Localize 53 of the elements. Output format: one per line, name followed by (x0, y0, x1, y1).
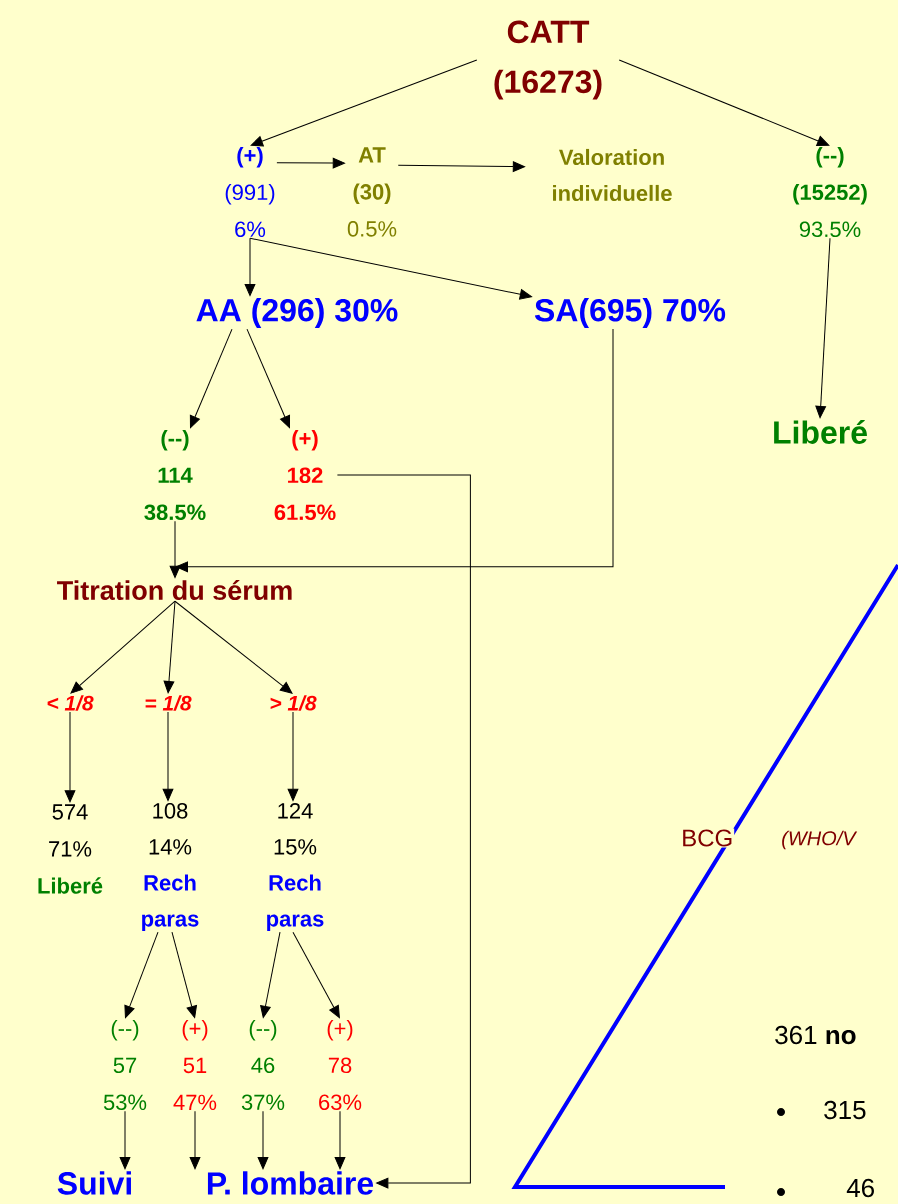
result-text: 108 14% Rech paras (142, 803, 199, 931)
arrow (175, 328, 614, 573)
titre-text: > 1/8 (270, 695, 317, 711)
result-text: (+) 51 47% (173, 1019, 217, 1111)
result-text: 574 71% Liberé (38, 804, 103, 894)
arrow (189, 328, 233, 429)
arrow (257, 1110, 269, 1170)
arrow (250, 59, 478, 147)
heading-text: CATT (16273) (494, 20, 602, 100)
arrow (618, 59, 830, 147)
result-text: (--) 46 37% (241, 1019, 285, 1111)
arrow (292, 931, 340, 1019)
arrow (174, 600, 293, 694)
result-text: AT (30) 0.5% (347, 147, 397, 237)
titre-text: = 1/8 (145, 695, 192, 711)
result-text: 124 15% Rech paras (267, 803, 324, 931)
heading-text: Titration du sérum (57, 579, 292, 601)
arrow (815, 237, 831, 419)
note-text: 361 no (773, 1024, 858, 1046)
arrow (189, 1110, 201, 1170)
arrow (260, 931, 281, 1018)
arrow (162, 711, 174, 802)
arrow (397, 161, 525, 172)
arrow (276, 157, 345, 169)
arrow (244, 237, 256, 297)
result-text: (--) 57 53% (103, 1019, 147, 1111)
outcome-text: P. lombaire (207, 1171, 374, 1195)
bullet-text: 46 (845, 1177, 877, 1199)
result-text: (--) 114 38.5% (144, 429, 206, 521)
outcome-text: Liberé (774, 420, 867, 444)
result-text: (+) (991) 6% (225, 146, 275, 238)
result-text: (--) (15252) 93.5% (793, 146, 867, 238)
bullet-text: 315 (822, 1099, 868, 1121)
arrow (163, 600, 176, 694)
result-text: (+) 78 63% (319, 1019, 362, 1111)
step-text: Valoration individuelle (553, 148, 672, 202)
result-text: SA(695) 70% (534, 298, 726, 328)
titre-text: < 1/8 (47, 695, 94, 711)
arrow (287, 711, 299, 802)
arrow (249, 237, 532, 300)
outcome-text: Suivi (57, 1171, 131, 1195)
arrow (119, 1110, 131, 1170)
arrow (334, 1110, 346, 1170)
arrow (70, 600, 176, 694)
result-text: (+) 182 61.5% (274, 429, 336, 521)
arrow (64, 711, 76, 803)
arrow (171, 931, 197, 1019)
arrow (336, 474, 471, 1189)
arrow (169, 520, 181, 578)
arrow (124, 931, 159, 1019)
arrow (246, 328, 290, 429)
note-text: (WHO/V (780, 829, 858, 851)
result-text: AA (296) 30% (196, 298, 398, 328)
